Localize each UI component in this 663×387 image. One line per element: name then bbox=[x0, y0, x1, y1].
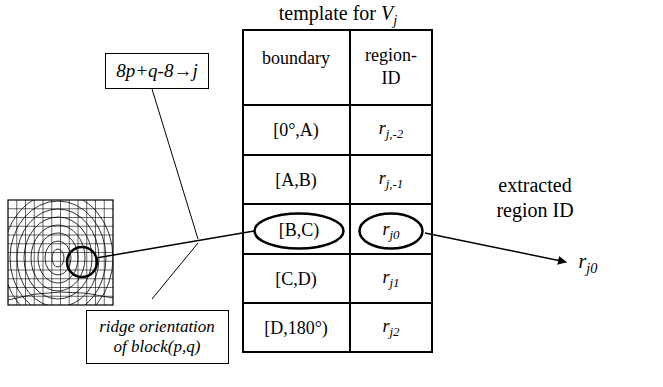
selected-boundary: [B,C) bbox=[253, 212, 345, 250]
output-caption: extracted region ID bbox=[480, 173, 590, 223]
italic-run: r bbox=[382, 316, 389, 336]
subscript-run: j0 bbox=[586, 260, 597, 276]
text-run: template for bbox=[279, 2, 381, 24]
italic-run: r bbox=[579, 250, 587, 272]
subscript-run: j2 bbox=[389, 324, 399, 339]
leader-line bbox=[152, 243, 198, 299]
node-text: [B,C) bbox=[279, 220, 320, 242]
subscript-run: j1 bbox=[389, 275, 399, 290]
region-id-cell: rj1 bbox=[382, 266, 399, 291]
node-text: 8p+q-8→j bbox=[116, 60, 197, 83]
italic-run: r bbox=[382, 219, 389, 239]
fingerprint-frame bbox=[8, 200, 113, 305]
boundary-cell: [C,D) bbox=[275, 268, 317, 291]
formula-callout: 8p+q-8→j bbox=[105, 53, 209, 89]
table-title: template for Vj bbox=[279, 1, 397, 28]
lookup-line bbox=[96, 231, 254, 258]
ellipse-shape bbox=[255, 214, 344, 249]
selected-region-id: rj0 bbox=[358, 212, 424, 250]
node-text: rj0 bbox=[382, 219, 399, 242]
region-id-cell: rj2 bbox=[382, 315, 399, 340]
italic-run: r bbox=[382, 267, 389, 287]
boundary-cell: [D,180°) bbox=[264, 317, 328, 340]
italic-run: r bbox=[379, 118, 386, 138]
block-grid bbox=[8, 200, 113, 305]
region-id-cell: rj,-1 bbox=[379, 167, 404, 192]
italic-run: r bbox=[379, 168, 386, 188]
boundary-cell: [A,B) bbox=[275, 169, 317, 192]
fingerprint-ridges bbox=[8, 200, 113, 305]
column-header: region- ID bbox=[360, 44, 422, 89]
column-header: boundary bbox=[262, 47, 330, 70]
block-circle bbox=[67, 247, 97, 277]
orientation-callout: ridge orientation of block(p,q) bbox=[86, 310, 229, 364]
subscript-run: j,-1 bbox=[386, 176, 404, 191]
region-id-cell: rj,-2 bbox=[379, 117, 404, 142]
output-value: rj0 bbox=[579, 249, 598, 276]
subscript-run: j bbox=[393, 12, 397, 28]
ellipse-shape bbox=[360, 214, 423, 249]
boundary-cell: [0°,A) bbox=[273, 119, 319, 142]
output-arrow bbox=[425, 233, 566, 262]
node-text: ridge orientation of block(p,q) bbox=[93, 317, 221, 358]
subscript-run: j0 bbox=[389, 227, 399, 242]
leader-line bbox=[152, 89, 198, 239]
subscript-run: j,-2 bbox=[386, 126, 404, 141]
italic-run: V bbox=[381, 2, 393, 24]
template-table bbox=[243, 30, 432, 352]
